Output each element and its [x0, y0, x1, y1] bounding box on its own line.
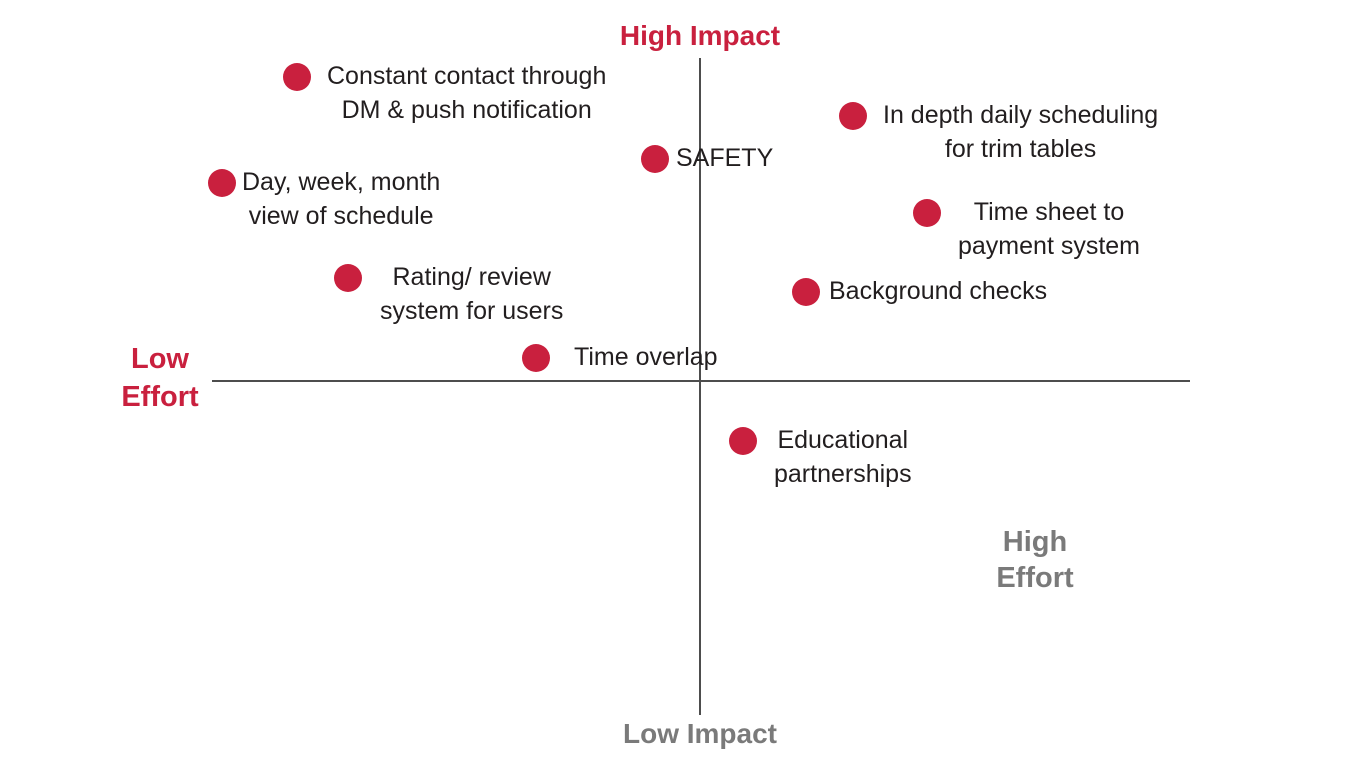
impact-axis-line	[699, 58, 701, 715]
axis-label-high-effort: High Effort	[996, 526, 1074, 594]
point-dot-icon	[334, 264, 362, 292]
axis-label-low-impact: Low Impact	[622, 718, 777, 749]
point-label: Background checks	[829, 277, 1048, 305]
effort-axis-line	[212, 380, 1190, 382]
point-dot-icon	[729, 427, 757, 455]
point-dot-icon	[641, 145, 669, 173]
point-dot-icon	[283, 63, 311, 91]
axis-label-high-impact: High Impact	[619, 20, 781, 51]
point-dot-icon	[792, 278, 820, 306]
axis-label-low-effort: Low Effort	[121, 343, 199, 413]
point-dot-icon	[208, 169, 236, 197]
point-dot-icon	[839, 102, 867, 130]
point-dot-icon	[522, 344, 550, 372]
point-label: Time overlap	[574, 343, 718, 371]
point-label: SAFETY	[676, 144, 774, 172]
point-dot-icon	[913, 199, 941, 227]
